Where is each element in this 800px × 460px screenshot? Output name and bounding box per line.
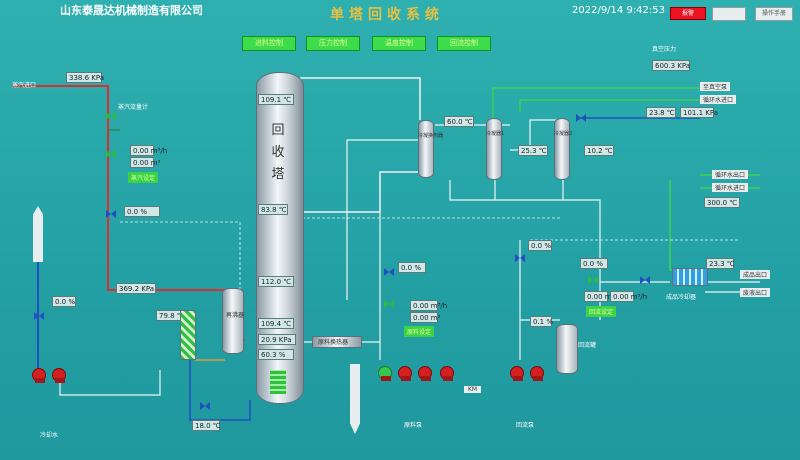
condenser-2 <box>554 118 570 180</box>
mid-valve-opening: 0.0 % <box>528 240 552 251</box>
pressure-control-button[interactable]: 压力控制 <box>306 36 360 51</box>
product-cooler <box>672 268 708 286</box>
steam-setpoint-button[interactable]: 蒸汽设定 <box>128 172 159 183</box>
condenser1-label: 冷凝器1 <box>486 131 505 137</box>
reboiler-label: 再沸器 <box>226 312 245 319</box>
reflux-pump-label: 回流泵 <box>516 422 535 429</box>
reflux-valve-icon[interactable] <box>515 254 525 262</box>
reflux-valve-opening: 0.0 % <box>580 258 608 269</box>
cooling-out-label: 循环水出口 <box>712 170 749 179</box>
km-label: KM <box>464 386 482 393</box>
pump-icon[interactable] <box>510 366 524 381</box>
vent-pressure: 101.1 KPa <box>680 107 718 118</box>
waste-out-arrow <box>350 364 360 434</box>
feed-preheater <box>312 336 362 348</box>
recovery-tower <box>256 72 304 404</box>
pump-icon[interactable] <box>32 368 46 383</box>
steam-flowmeter-label: 蒸汽流量计 <box>118 104 149 111</box>
manual-button[interactable]: 操作手册 <box>755 7 793 21</box>
feed-total: 0.00 m³ <box>410 312 440 323</box>
condenser1-temp: 60.0 ℃ <box>444 116 474 127</box>
product-cooler-label: 成品冷却器 <box>666 294 697 301</box>
vent-valve-icon[interactable] <box>576 114 586 122</box>
preheater-label: 冷凝换热器 <box>418 133 444 139</box>
condenser3-temp: 10.2 ℃ <box>584 145 614 156</box>
steam-pressure: 338.6 KPa <box>66 72 104 83</box>
steam-valve-icon[interactable] <box>106 210 116 218</box>
feed-flow: 0.00 m³/h <box>410 300 447 311</box>
reboiler-pressure: 369.2 KPa <box>116 283 156 294</box>
product-valve-icon[interactable] <box>640 276 650 284</box>
reflux-flow: 0.00 m³/h <box>584 291 621 302</box>
bottom-valve-icon[interactable] <box>200 402 210 410</box>
datetime-display: 2022/9/14 9:42:53 <box>572 5 666 16</box>
steam-inlet-label: 蒸汽进口 <box>12 82 37 89</box>
flowmeter-icon <box>106 112 116 120</box>
feed-pump-label: 原料泵 <box>404 422 423 429</box>
tower-level: 60.3 % <box>258 349 294 360</box>
cooling-water-valve-opening: 0.0 % <box>52 296 76 307</box>
to-vent-label: 至真空泵 <box>700 82 731 91</box>
steam-valve-opening: 0.0 % <box>124 206 160 217</box>
pump-icon[interactable] <box>398 366 412 381</box>
reflux-tank-label: 回流罐 <box>578 342 597 349</box>
tower-low-temp: 112.0 ℃ <box>258 276 294 287</box>
pump-icon[interactable] <box>52 368 66 383</box>
feed-valve-icon[interactable] <box>384 268 394 276</box>
pump-icon[interactable] <box>530 366 544 381</box>
feed-heat-exchanger <box>180 310 196 360</box>
cooling-in-label: 循环水进口 <box>700 95 737 104</box>
tower-top-temp: 109.1 ℃ <box>258 94 294 105</box>
reflux-setpoint-button[interactable]: 回流设定 <box>586 306 617 317</box>
preheater-condenser <box>418 120 434 178</box>
pump-icon[interactable] <box>418 366 432 381</box>
bottom-temp: 18.0 ℃ <box>192 420 221 431</box>
feed-hx-label: 原料换热器 <box>318 339 349 346</box>
steam-total: 0.00 m³ <box>130 157 160 168</box>
cooling-water-inlet-arrow <box>33 206 43 262</box>
reflux-control-button[interactable]: 回流控制 <box>437 36 491 51</box>
alarm-button[interactable]: 报警 <box>670 7 706 20</box>
vacuum-label: 真空压力 <box>652 46 677 53</box>
product-out-label: 成品出口 <box>740 270 771 279</box>
tower-label: 回收塔 <box>271 123 285 182</box>
tank-level: 0.1 % <box>530 316 553 327</box>
vent-temp: 23.8 ℃ <box>646 107 676 118</box>
page-title: 单塔回收系统 <box>330 7 444 23</box>
condenser2-temp: 25.3 ℃ <box>518 145 548 156</box>
company-name: 山东泰晟达机械制造有限公司 <box>60 4 203 17</box>
tower-bottom-temp: 109.4 ℃ <box>258 318 294 329</box>
temperature-control-button[interactable]: 温度控制 <box>372 36 426 51</box>
reflux-flowmeter-icon <box>588 276 598 284</box>
cooling-return-label: 循环水进口 <box>712 183 749 192</box>
feed-flowmeter-icon <box>384 300 394 308</box>
product-temp: 300.0 ℃ <box>704 197 740 208</box>
cooler-temp: 23.3 ℃ <box>706 258 735 269</box>
tower-mid-temp: 83.8 ℃ <box>258 204 288 215</box>
blank-button[interactable] <box>712 7 746 21</box>
reboiler-vessel <box>222 288 244 354</box>
steam-control-valve-icon[interactable] <box>106 150 116 158</box>
condenser2-label: 冷凝器2 <box>554 131 573 137</box>
condenser-1 <box>486 118 502 180</box>
cooling-water-valve-icon[interactable] <box>34 312 44 320</box>
pump-icon[interactable] <box>440 366 454 381</box>
reflux-tank <box>556 324 578 374</box>
waste-out-label: 废液出口 <box>740 288 771 297</box>
feed-valve-opening: 0.0 % <box>398 262 426 273</box>
steam-flow: 0.00 m³/h <box>130 145 167 156</box>
cooling-water-label: 冷却水 <box>40 432 59 439</box>
feed-control-button[interactable]: 进料控制 <box>242 36 296 51</box>
reflux-total: 0.00 m³/h <box>610 291 647 302</box>
pump-icon[interactable] <box>378 366 392 381</box>
feed-setpoint-button[interactable]: 原料设定 <box>404 326 435 337</box>
tower-pressure: 20.9 KPa <box>258 334 296 345</box>
vacuum-pressure: 600.3 KPa <box>652 60 690 71</box>
tower-level-indicator <box>270 370 286 394</box>
